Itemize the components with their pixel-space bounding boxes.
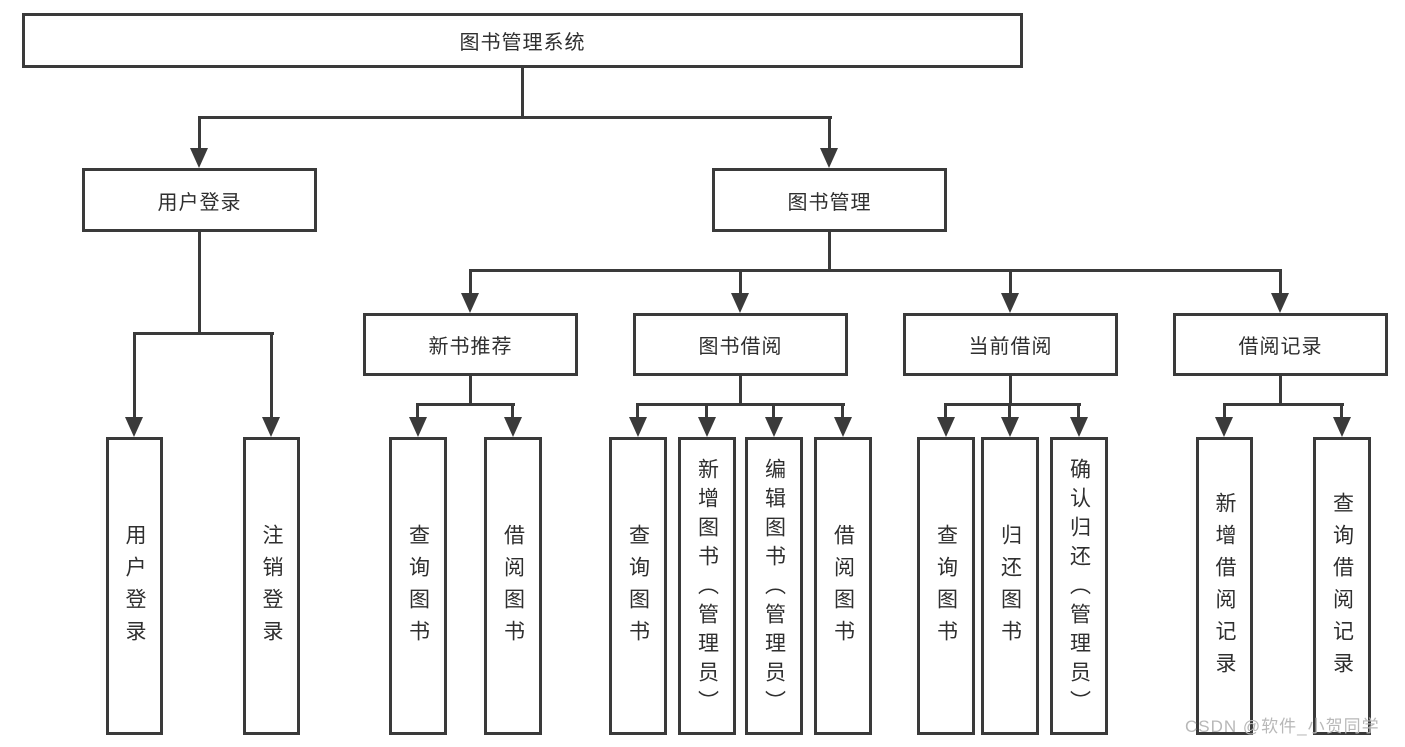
leaf-return-books-label: 归还图书 xyxy=(998,524,1022,652)
node-book-management: 图书管理 xyxy=(712,168,947,232)
leaf-query-borrow-record: 查询借阅记录 xyxy=(1313,437,1371,735)
connector-line xyxy=(469,269,1282,272)
leaf-borrowing-borrow-books: 借阅图书 xyxy=(814,437,872,735)
node-root: 图书管理系统 xyxy=(22,13,1023,68)
leaf-edit-books-admin: 编辑图书（管理员） xyxy=(745,437,803,735)
connector-line xyxy=(1009,376,1012,406)
leaf-borrowing-query-books-label: 查询图书 xyxy=(626,524,650,652)
connector-line xyxy=(133,332,274,335)
node-book-management-label: 图书管理 xyxy=(787,191,872,214)
leaf-confirm-return-admin: 确认归还（管理员） xyxy=(1050,437,1108,735)
arrow-down-icon xyxy=(125,417,143,437)
connector-line xyxy=(828,116,831,152)
arrow-down-icon xyxy=(629,417,647,437)
leaf-logout-label: 注销登录 xyxy=(260,524,283,652)
connector-line xyxy=(636,403,845,406)
arrow-down-icon xyxy=(1001,293,1019,313)
connector-line xyxy=(944,403,1081,406)
arrow-down-icon xyxy=(1333,417,1351,437)
leaf-borrowing-query-books: 查询图书 xyxy=(609,437,667,735)
connector-line xyxy=(1008,403,1011,423)
connector-line xyxy=(739,376,742,406)
connector-line xyxy=(416,403,515,406)
node-new-book-recommend: 新书推荐 xyxy=(363,313,578,376)
leaf-confirm-return-admin-label: 确认归还（管理员） xyxy=(1067,457,1091,719)
arrow-down-icon xyxy=(262,417,280,437)
leaf-current-query-books-label: 查询图书 xyxy=(934,524,958,652)
connector-line xyxy=(1340,403,1343,423)
node-root-label: 图书管理系统 xyxy=(459,32,586,54)
arrow-down-icon xyxy=(834,417,852,437)
connector-line xyxy=(636,403,639,423)
connector-line xyxy=(841,403,844,423)
node-user-login: 用户登录 xyxy=(82,168,317,232)
leaf-add-borrow-record-label: 新增借阅记录 xyxy=(1213,492,1236,684)
connector-line xyxy=(1223,403,1344,406)
connector-line xyxy=(198,116,832,119)
connector-line xyxy=(521,68,524,119)
leaf-return-books: 归还图书 xyxy=(981,437,1039,735)
arrow-down-icon xyxy=(1001,417,1019,437)
connector-line xyxy=(1009,269,1012,297)
node-book-borrowing: 图书借阅 xyxy=(633,313,848,376)
watermark: CSDN @软件_小贺同学 xyxy=(1185,717,1380,736)
connector-line xyxy=(469,269,472,297)
leaf-recommend-query-books: 查询图书 xyxy=(389,437,447,735)
connector-line xyxy=(198,116,201,152)
node-new-book-recommend-label: 新书推荐 xyxy=(428,336,513,358)
leaf-current-query-books: 查询图书 xyxy=(917,437,975,735)
leaf-query-borrow-record-label: 查询借阅记录 xyxy=(1330,492,1354,684)
leaf-user-login: 用户登录 xyxy=(106,437,163,735)
arrow-down-icon xyxy=(409,417,427,437)
connector-line xyxy=(944,403,947,423)
connector-line xyxy=(133,332,136,421)
leaf-recommend-borrow-books-label: 借阅图书 xyxy=(501,524,525,652)
node-current-borrowing: 当前借阅 xyxy=(903,313,1118,376)
node-current-borrowing-label: 当前借阅 xyxy=(968,336,1053,358)
leaf-borrowing-borrow-books-label: 借阅图书 xyxy=(831,524,855,652)
arrow-down-icon xyxy=(504,417,522,437)
connector-line xyxy=(1279,269,1282,297)
connector-line xyxy=(469,376,472,406)
arrow-down-icon xyxy=(765,417,783,437)
arrow-down-icon xyxy=(820,148,838,168)
leaf-recommend-borrow-books: 借阅图书 xyxy=(484,437,542,735)
connector-line xyxy=(705,403,708,423)
connector-line xyxy=(511,403,514,423)
arrow-down-icon xyxy=(731,293,749,313)
node-user-login-label: 用户登录 xyxy=(157,191,242,214)
connector-line xyxy=(739,269,742,297)
arrow-down-icon xyxy=(698,417,716,437)
node-book-borrowing-label: 图书借阅 xyxy=(698,336,783,358)
connector-line xyxy=(198,232,201,335)
connector-line xyxy=(1223,403,1226,423)
connector-line xyxy=(416,403,419,423)
connector-line xyxy=(1077,403,1080,423)
leaf-add-books-admin-label: 新增图书（管理员） xyxy=(695,457,719,719)
arrow-down-icon xyxy=(1271,293,1289,313)
leaf-user-login-label: 用户登录 xyxy=(123,524,146,652)
node-borrowing-records-label: 借阅记录 xyxy=(1238,336,1323,358)
connector-line xyxy=(1279,376,1282,406)
leaf-logout: 注销登录 xyxy=(243,437,300,735)
leaf-add-books-admin: 新增图书（管理员） xyxy=(678,437,736,735)
connector-line xyxy=(828,232,831,272)
node-borrowing-records: 借阅记录 xyxy=(1173,313,1388,376)
arrow-down-icon xyxy=(1070,417,1088,437)
connector-line xyxy=(772,403,775,423)
leaf-recommend-query-books-label: 查询图书 xyxy=(406,524,430,652)
arrow-down-icon xyxy=(937,417,955,437)
leaf-edit-books-admin-label: 编辑图书（管理员） xyxy=(762,457,786,719)
arrow-down-icon xyxy=(190,148,208,168)
arrow-down-icon xyxy=(1215,417,1233,437)
leaf-add-borrow-record: 新增借阅记录 xyxy=(1196,437,1253,735)
connector-line xyxy=(270,332,273,421)
arrow-down-icon xyxy=(461,293,479,313)
